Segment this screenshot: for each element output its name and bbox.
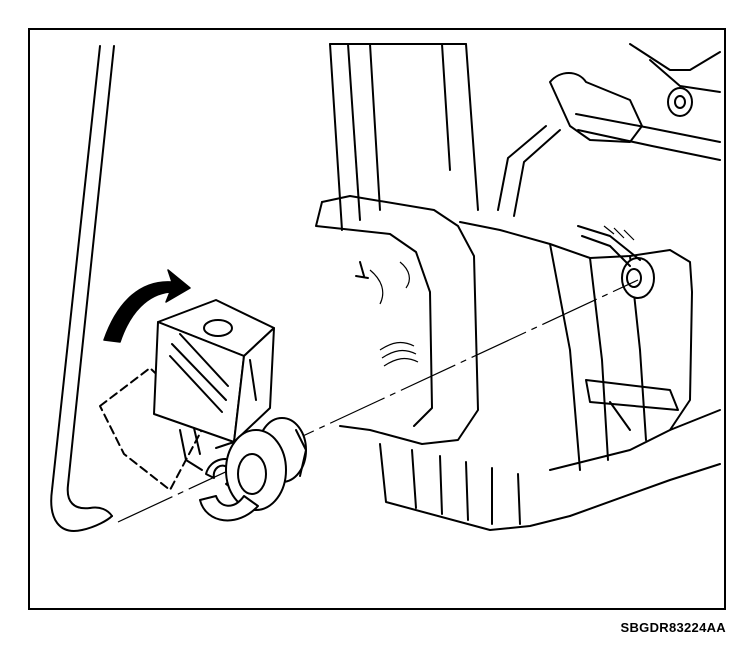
diagram-frame [28,28,726,610]
alignment-line [117,279,639,523]
door-trim-edge [50,45,115,532]
retaining-washer [199,417,307,522]
diagram-canvas [50,43,721,532]
window-regulator-bracket [315,43,721,531]
installed-position-outline [99,367,207,491]
rotation-arrow [103,269,191,343]
figure-code-label: SBGDR83224AA [620,620,726,635]
door-lock-actuator [153,299,275,443]
